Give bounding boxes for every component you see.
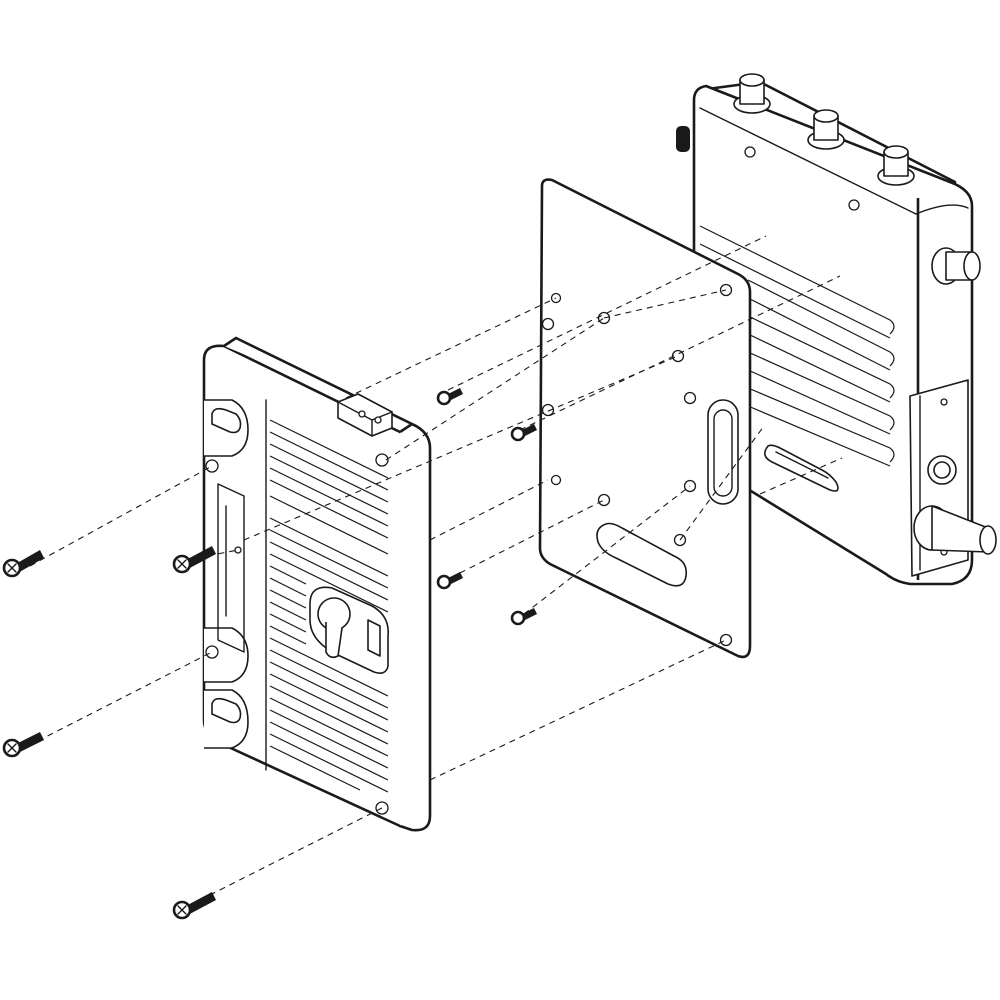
side-bnc-connector (931, 247, 981, 285)
antenna-connector-1 (733, 73, 771, 114)
short-screw-3 (436, 572, 463, 590)
short-screw-4 (510, 608, 537, 626)
long-screw-2 (172, 546, 216, 574)
wireless-unit (676, 73, 997, 586)
keyhole-lock (309, 586, 389, 674)
antenna-connector-2 (807, 109, 845, 150)
long-screw-4 (172, 892, 216, 920)
battery-plate (202, 336, 432, 832)
front-bnc-connector (913, 505, 997, 555)
short-screw-1 (436, 388, 463, 406)
short-screw-2 (510, 424, 537, 442)
long-screw-1 (2, 550, 44, 578)
alignment-lines (27, 235, 843, 901)
lemo-connector (927, 455, 957, 485)
antenna-connector-3 (877, 145, 915, 186)
short-screws (436, 388, 537, 626)
adapter-plate (538, 178, 752, 659)
long-screws (2, 546, 216, 920)
long-screw-3 (2, 732, 44, 758)
